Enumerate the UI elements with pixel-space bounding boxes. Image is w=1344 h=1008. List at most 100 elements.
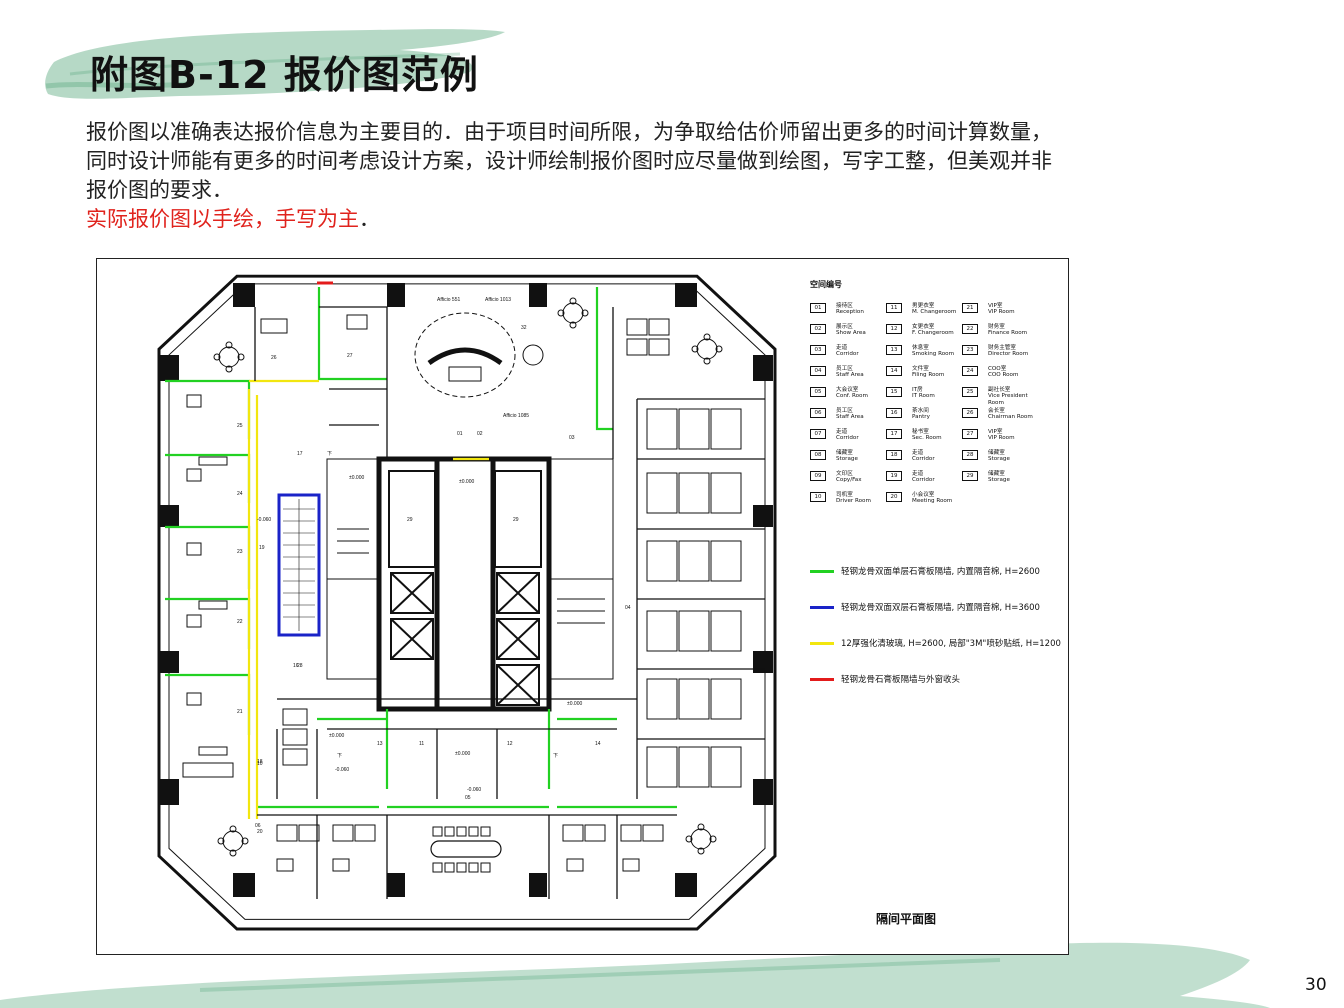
legend-item-number: 04 [810,366,826,376]
legend-item-number: 26 [962,408,978,418]
legend-item-cn: 小会议室 [912,492,935,498]
legend-item-en: Staff Area [836,372,864,379]
legend-item-number: 27 [962,429,978,439]
line-legend-label: 轻钢龙骨双面双层石膏板隔墙, 内置隔音棉, H=3600 [841,603,1040,613]
legend-item-en: F. Changeroom [912,330,954,337]
legend-item-en: Vice President Room [988,393,1028,406]
line-legend-item: 轻钢龙骨双面双层石膏板隔墙, 内置隔音棉, H=3600 [810,601,1040,613]
page-title: 附图B-12 报价图范例 [90,53,479,97]
legend-item-en: Filing Room [912,372,945,379]
line-swatch-green [810,569,834,573]
plan-level-mark: ±0.000 [455,751,470,757]
legend-item-cn: 储藏室 [836,450,853,456]
legend-item-en: Smoking Room [912,351,955,358]
legend-item-cn: IT房 [912,387,923,393]
plan-caption: 隔间平面图 [876,912,937,926]
legend-item-number: 10 [810,492,826,502]
plan-room-number: 27 [347,353,353,359]
plan-room-number: 16 [293,663,299,669]
line-swatch-yellow [810,641,834,645]
legend-item-en: Show Area [836,330,866,337]
legend-item-en: Corridor [836,435,859,442]
plan-room-number: 06 [255,823,261,829]
body-paragraph: 报价图以准确表达报价信息为主要目的．由于项目时间所限，为争取给估价师留出更多的时… [86,118,1066,234]
legend-item-number: 23 [962,345,978,355]
legend-item-en: Driver Room [836,498,871,505]
legend-item-number: 01 [810,303,826,313]
legend-item-number: 22 [962,324,978,334]
legend-item-cn: 会长室 [988,408,1005,414]
legend-item-en: COO Room [988,372,1019,379]
plan-room-number: 14 [595,741,601,747]
legend-item-en: Meeting Room [912,498,953,505]
plan-room-number: 10 [257,761,263,767]
legend-item-en: Storage [988,477,1010,484]
legend-item-en: Pantry [912,414,930,421]
plan-room-number: 28 [297,663,303,669]
legend-item-cn: 文印区 [836,471,853,477]
legend-item-cn: 女更衣室 [912,324,935,330]
legend-item-en: VIP Room [988,435,1015,442]
page-number: 30 [1305,975,1327,995]
legend-item-number: 14 [886,366,902,376]
legend-item-number: 11 [886,303,902,313]
line-swatch-blue [810,605,834,609]
plan-room-number: 04 [625,605,631,611]
plan-room-number: 11 [419,741,424,747]
legend-item-cn: 员工区 [836,408,853,414]
plan-room-number: 29 [513,517,519,523]
legend-item-en: M. Changeroom [912,309,957,316]
floor-plan-figure: Afficio 551 Afficio 1013 Afficio 1085 ±0… [96,258,1069,955]
legend-item-en: VIP Room [988,309,1015,316]
plan-level-mark: -0.060 [257,517,271,523]
plan-room-number: 21 [237,709,243,715]
legend-item-number: 20 [886,492,902,502]
line-swatch-red [810,677,834,681]
legend-item-number: 21 [962,303,978,313]
plan-room-number: 26 [271,355,277,361]
line-legend-item: 12厚强化清玻璃, H=2600, 局部"3M"喷砂贴纸, H=1200 [810,637,1061,649]
plan-room-number: 17 [297,451,303,457]
legend-item-en: Conf. Room [836,393,868,400]
legend-item-cn: 文件室 [912,366,929,372]
legend-item-cn: 走道 [836,429,848,435]
legend-item-cn: 男更衣室 [912,303,935,309]
plan-stair-down: 下 [327,451,332,457]
plan-room-number: 13 [377,741,383,747]
legend-item-cn: VIP室 [988,303,1003,309]
plan-level-mark: -0.060 [335,767,349,773]
line-legend-label: 轻钢龙骨双面单层石膏板隔墙, 内置隔音棉, H=2600 [841,567,1040,577]
legend-item-en: Staff Area [836,414,864,421]
plan-room-number: 18 [257,759,263,765]
